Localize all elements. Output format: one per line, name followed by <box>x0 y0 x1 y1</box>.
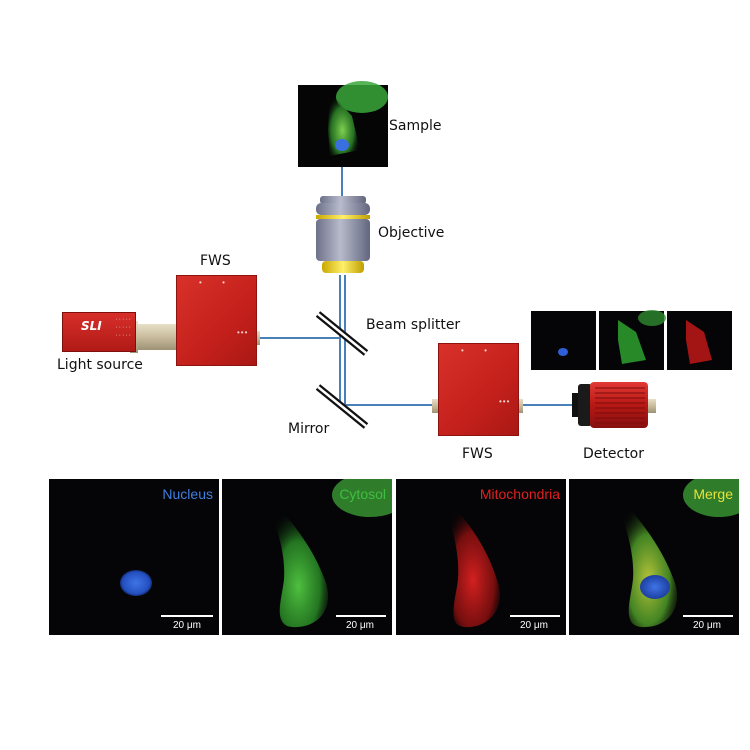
panel-mitochondria: Mitochondria 20 μm <box>396 479 566 635</box>
detector-label: Detector <box>583 446 645 462</box>
cytosol-image <box>262 479 392 628</box>
panel-merge: Merge 20 μm <box>569 479 739 635</box>
sample-label: Sample <box>389 118 442 134</box>
nucleus-image <box>120 570 152 596</box>
fws-top-screw-icon: • • <box>199 278 226 287</box>
sample-image <box>298 81 388 167</box>
optical-setup-diagram <box>130 81 732 429</box>
beam-splitter <box>315 311 369 356</box>
mirror <box>315 384 369 429</box>
sli-logo: SLI <box>81 319 102 333</box>
panel-nucleus: Nucleus 20 μm <box>49 479 219 635</box>
fws-bottom-coupler-right <box>517 399 523 413</box>
scale-bar <box>683 615 733 617</box>
panel-cytosol: Cytosol 20 μm <box>222 479 392 635</box>
scale-bar <box>336 615 386 617</box>
panel-nucleus-title: Nucleus <box>162 486 213 502</box>
fws-top-label: FWS <box>200 253 231 269</box>
fws-bottom-unit: ••• • • <box>438 343 519 436</box>
scale-label: 20 μm <box>520 620 548 631</box>
scale-label: 20 μm <box>693 620 721 631</box>
scale-label: 20 μm <box>346 620 374 631</box>
fws-bottom-coupler-left <box>432 399 439 413</box>
mitochondria-image <box>440 493 500 628</box>
panel-cytosol-title: Cytosol <box>339 486 386 502</box>
fws-bottom-screw-icon: • • <box>461 346 488 355</box>
fws-top-unit: ••• • • <box>176 275 257 366</box>
light-beams <box>258 167 578 406</box>
light-source-unit: SLI ··············· <box>62 312 136 352</box>
scale-bar <box>161 615 213 617</box>
scale-bar <box>510 615 560 617</box>
detector-camera <box>572 382 656 428</box>
detector-thumbnails <box>531 310 732 370</box>
fws-top-indicator-icon: ••• <box>237 328 249 337</box>
panel-mitochondria-title: Mitochondria <box>479 486 560 502</box>
objective-lens <box>316 196 370 273</box>
fws-bottom-label: FWS <box>462 446 493 462</box>
objective-label: Objective <box>378 225 445 241</box>
panel-merge-title: Merge <box>693 486 733 502</box>
light-source-vent-icon: ··············· <box>115 316 132 339</box>
beam-splitter-label: Beam splitter <box>366 317 461 333</box>
light-source-label: Light source <box>57 357 143 373</box>
fws-bottom-indicator-icon: ••• <box>499 397 511 406</box>
scale-label: 20 μm <box>173 620 201 631</box>
merge-image <box>613 479 739 628</box>
mirror-label: Mirror <box>288 421 330 437</box>
